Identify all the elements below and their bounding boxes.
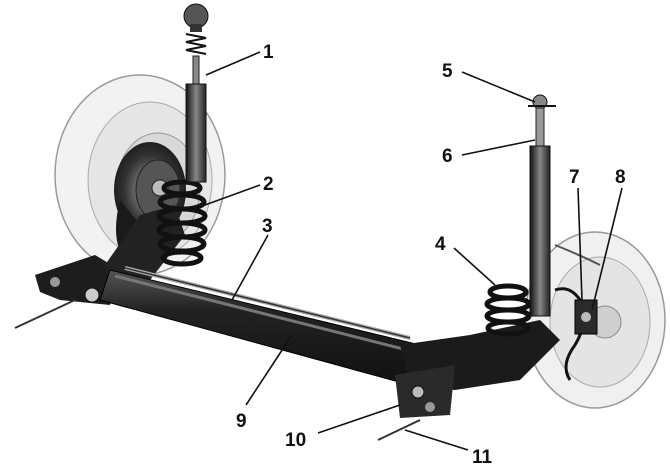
- left-shock-absorber: [183, 3, 209, 183]
- callout-5: 5: [442, 61, 453, 82]
- leader-4: [453, 247, 496, 286]
- leader-7: [577, 187, 583, 301]
- callout-7: 7: [569, 167, 580, 188]
- right-shock-absorber: [528, 94, 556, 317]
- callout-4: 4: [435, 234, 446, 255]
- leader-9: [245, 334, 293, 406]
- leader-lines: [204, 51, 623, 451]
- callout-11: 11: [472, 447, 493, 468]
- callout-3: 3: [262, 216, 273, 237]
- left-coil-spring: [156, 179, 208, 267]
- callout-6: 6: [442, 146, 453, 167]
- callout-8: 8: [615, 167, 626, 188]
- leader-1: [205, 51, 261, 76]
- leader-3: [231, 234, 269, 301]
- leader-11: [404, 429, 469, 451]
- leader-6: [461, 139, 536, 156]
- callout-9: 9: [236, 411, 247, 432]
- callout-10: 10: [285, 430, 306, 451]
- callout-2: 2: [263, 174, 274, 195]
- leader-10: [317, 404, 401, 434]
- leader-8: [591, 187, 623, 311]
- leader-2: [204, 184, 261, 206]
- stabilizer-bar: [124, 266, 411, 340]
- callout-1: 1: [263, 42, 274, 63]
- right-brake-assembly: [554, 244, 601, 381]
- callout-labels: 1 2 3 4 5 6 7 8 9 10 11: [236, 42, 626, 468]
- right-trailing-arm: [377, 320, 560, 441]
- right-coil-spring: [484, 283, 532, 337]
- left-mounting-bracket: [14, 255, 120, 329]
- leader-5: [461, 71, 536, 103]
